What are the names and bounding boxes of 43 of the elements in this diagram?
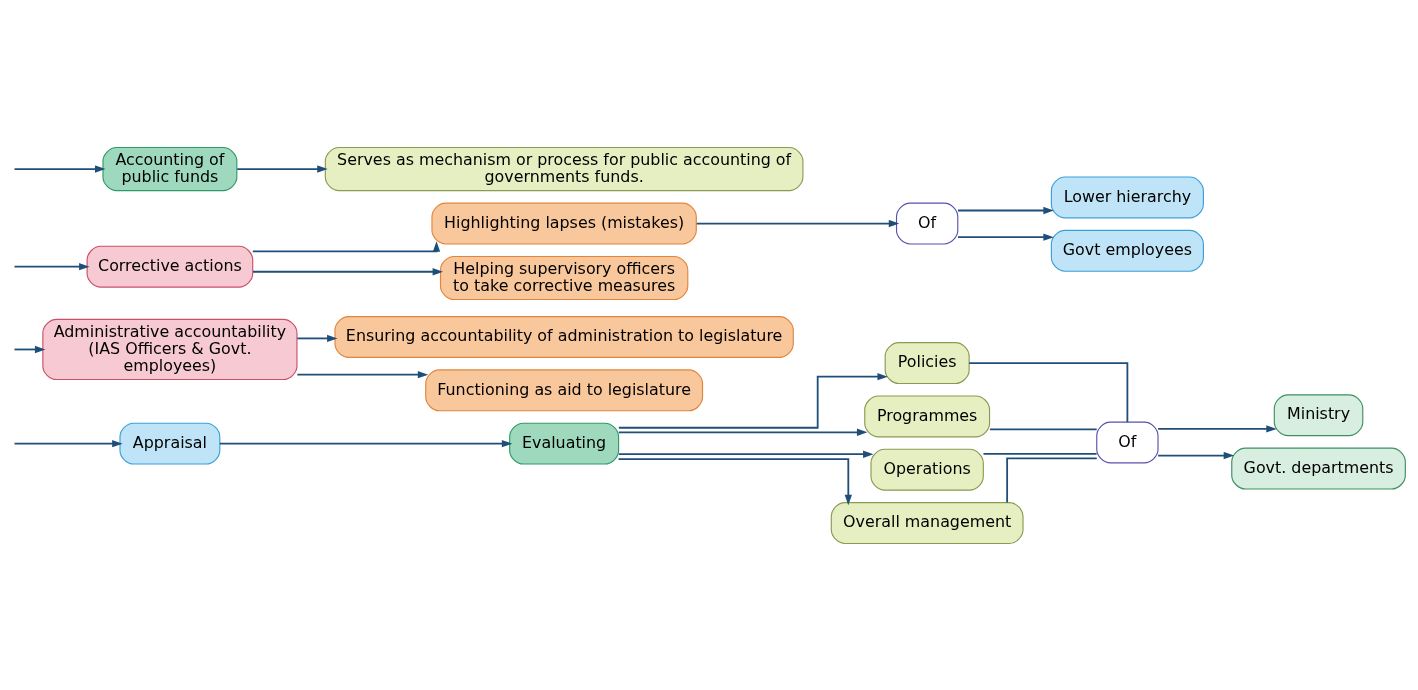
- arrow: [295, 334, 338, 342]
- node-box: Administrative accountability (IAS Officers & Govt. employees): [41, 318, 298, 380]
- arrow: [295, 370, 428, 378]
- node-box: Policies: [884, 341, 970, 384]
- arrow: [956, 206, 1054, 214]
- arrow: [251, 240, 440, 252]
- node-box: Overall management: [830, 501, 1024, 544]
- node-box: Evaluating: [508, 422, 619, 465]
- connector: [988, 428, 1098, 430]
- arrow: [617, 457, 852, 505]
- node-box: Govt employees: [1050, 229, 1204, 272]
- arrow: [251, 267, 443, 275]
- node-box: Serves as mechanism or process for public accounting of governments funds.: [324, 146, 803, 191]
- arrow: [13, 164, 105, 173]
- arrow: [13, 345, 45, 353]
- arrow: [1156, 451, 1234, 459]
- arrow: [617, 372, 888, 429]
- node-box: Ministry: [1273, 393, 1363, 436]
- node-box: Of: [895, 202, 958, 245]
- arrow: [1156, 424, 1277, 433]
- node-box: Functioning as aid to legislature: [424, 368, 703, 411]
- node-box: Ensuring accountability of administration to legislature: [333, 315, 794, 358]
- node-box: Helping supervisory officers to take corrective measures: [439, 255, 688, 300]
- connector: [982, 452, 1098, 455]
- node-box: Lower hierarchy: [1050, 175, 1204, 218]
- node-box: Govt. departments: [1230, 447, 1406, 490]
- arrow: [13, 439, 123, 447]
- node-box: Appraisal: [118, 422, 220, 465]
- connector: [967, 361, 1128, 423]
- arrow: [235, 164, 328, 173]
- node-box: Accounting of public funds: [101, 146, 237, 191]
- connector: [1005, 456, 1098, 503]
- arrow: [956, 233, 1054, 241]
- arrow: [13, 262, 90, 270]
- node-box: Corrective actions: [86, 245, 253, 288]
- node-box: Programmes: [863, 394, 990, 437]
- arrow: [617, 450, 873, 458]
- arrow: [218, 439, 512, 447]
- node-box: Of: [1095, 421, 1159, 463]
- node-box: Highlighting lapses (mistakes): [430, 202, 697, 245]
- arrow: [617, 428, 867, 436]
- arrow: [695, 219, 899, 227]
- node-box: Operations: [869, 448, 984, 491]
